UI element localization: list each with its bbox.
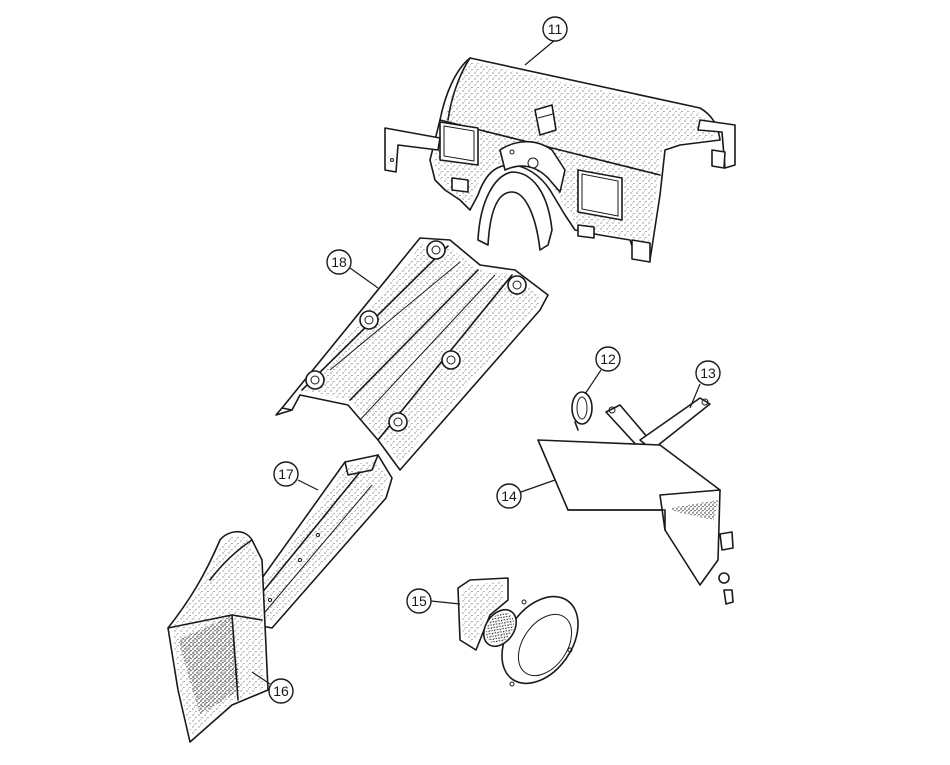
callout-17: 17 [273, 461, 319, 491]
callout-12-label: 12 [600, 351, 616, 367]
callout-11: 11 [524, 16, 568, 66]
callout-18: 18 [326, 249, 379, 289]
callout-15-label: 15 [411, 593, 427, 609]
callout-13-label: 13 [700, 365, 716, 381]
callout-17-label: 17 [278, 466, 294, 482]
part-11-cowl-panel [384, 57, 736, 263]
callout-18-label: 18 [331, 254, 347, 270]
callouts: 11 12 13 14 15 16 17 [251, 16, 721, 704]
part-17-tunnel-strip [231, 454, 393, 629]
callout-15: 15 [406, 588, 461, 614]
part-18-floor-panel [275, 237, 549, 471]
callout-11-label: 11 [548, 21, 563, 37]
part-15-mount [457, 577, 579, 687]
part-16-footwell-cover [167, 530, 269, 743]
callout-16: 16 [251, 671, 294, 704]
part-14-bent-plate [537, 439, 734, 605]
callout-14-label: 14 [501, 488, 517, 504]
callout-14: 14 [496, 479, 556, 509]
part-12-clip [571, 391, 593, 431]
callout-16-label: 16 [273, 683, 289, 699]
floor-grommets [305, 240, 527, 432]
callout-13: 13 [689, 360, 721, 409]
callout-12: 12 [584, 346, 621, 395]
